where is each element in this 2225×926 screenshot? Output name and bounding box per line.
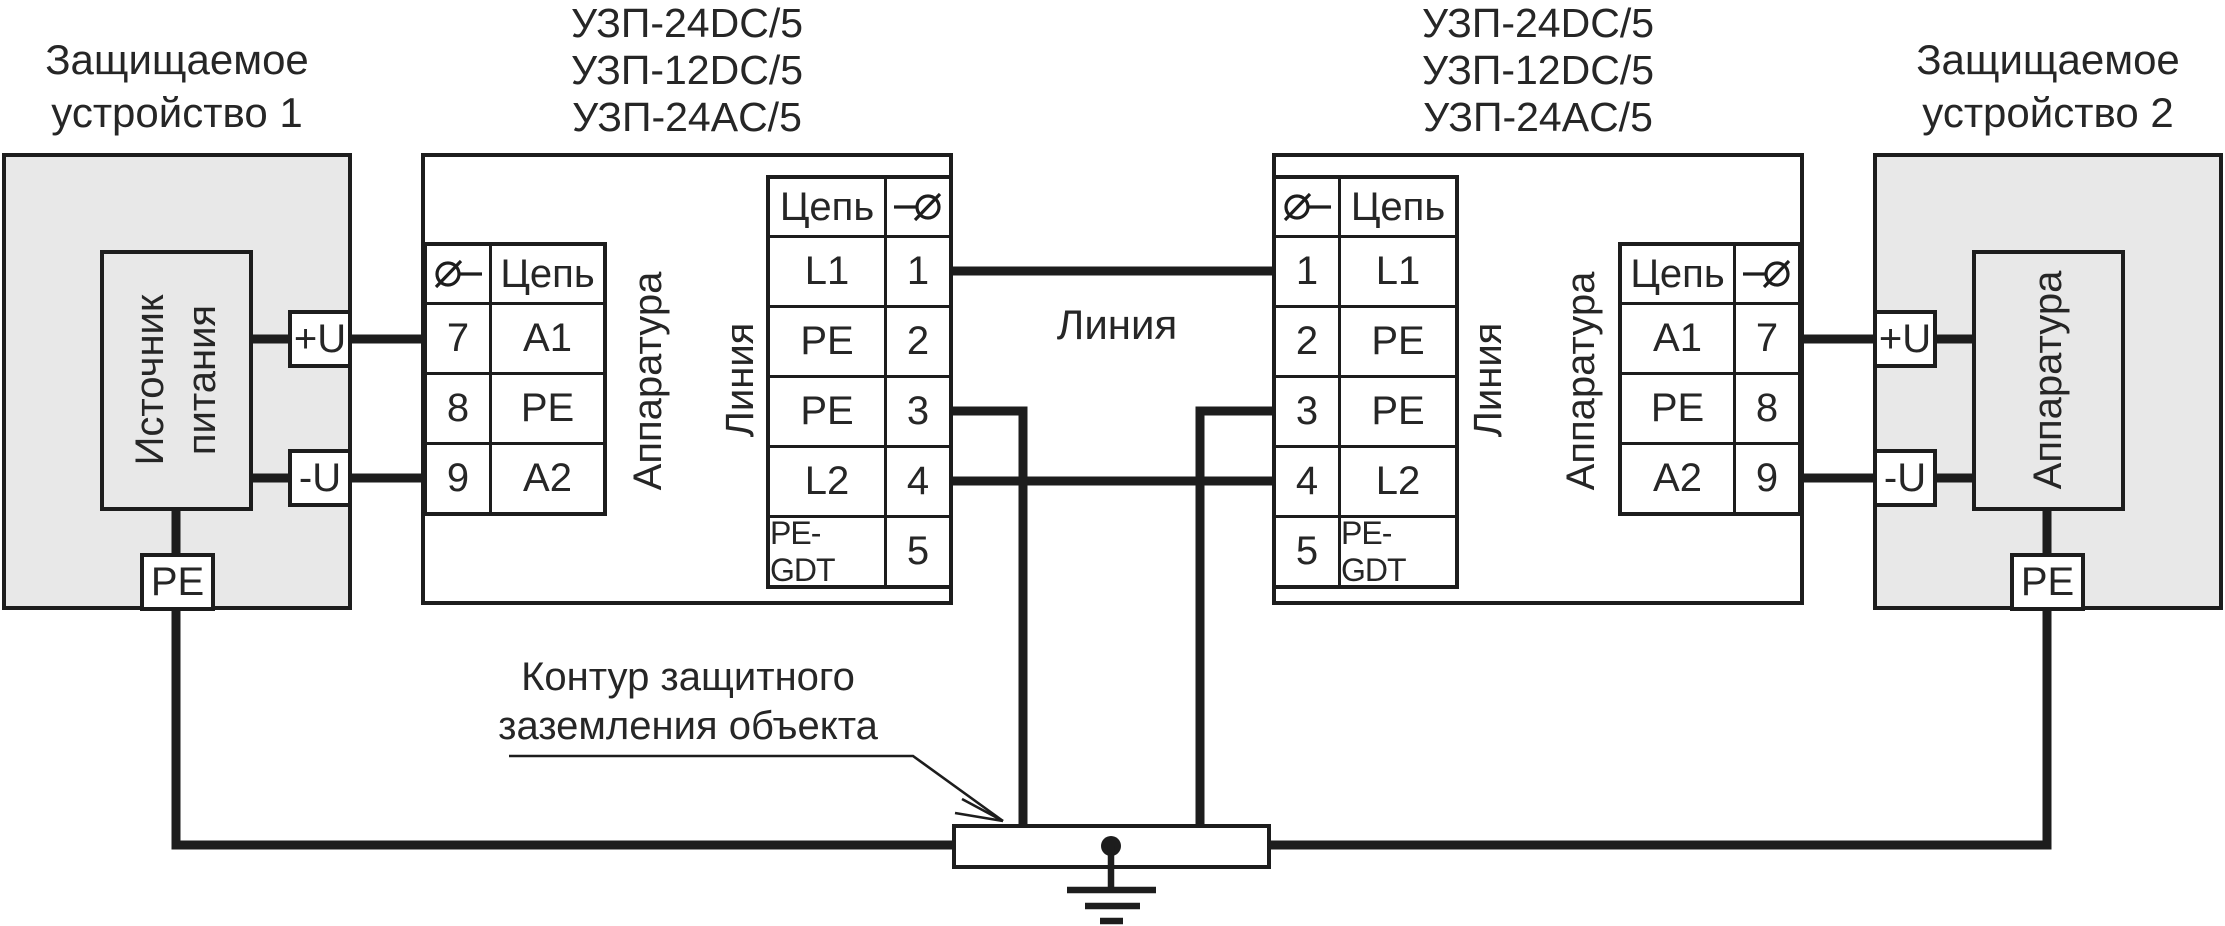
circuit-name: A2	[492, 445, 603, 512]
device-left-line-terminal-table: Цепь L1 1 PE 2 PE 3 L2 4 PE-GDT 5	[766, 175, 953, 589]
circuit-name: PE	[770, 378, 884, 445]
device-right-line-side-label: Линия	[1466, 322, 1510, 438]
terminal-number: 4	[887, 448, 949, 515]
device-right-line-terminal-table: Цепь 1 L1 2 PE 3 PE 4 L2 5 PE-GDT	[1272, 175, 1459, 589]
ground-loop-note: Контур защитного заземления объекта	[438, 653, 938, 751]
leader-arrow-icon	[509, 754, 1004, 823]
power-source-label: Источник питания	[124, 295, 228, 466]
terminal-number: 8	[427, 375, 489, 442]
device-left-apparatus-terminal-table: Цепь 7 A1 8 PE 9 A2	[423, 242, 607, 516]
uzp-model-line: УЗП-24AC/5	[1423, 94, 1653, 140]
terminal-number: 4	[1276, 448, 1338, 515]
terminal-minusU-2: -U	[1873, 449, 1937, 507]
protected-device-1-label: Защищаемое устройство 1	[27, 33, 327, 139]
protected-device-2-label-line1: Защищаемое	[1916, 36, 2180, 83]
terminal-pe-1: PE	[140, 553, 215, 611]
terminal-number: 5	[887, 518, 949, 585]
ground-loop-note-line2: заземления объекта	[498, 704, 878, 748]
circuit-name: PE	[770, 308, 884, 375]
terminal-screw-icon	[427, 246, 489, 302]
circuit-name: L1	[1341, 238, 1455, 305]
protected-device-1-label-line1: Защищаемое	[45, 36, 309, 83]
circuit-name: A1	[492, 305, 603, 372]
circuit-name: PE-GDT	[1341, 518, 1455, 585]
terminal-number: 9	[427, 445, 489, 512]
device-left-apparatus-side-label: Аппаратура	[626, 271, 670, 491]
terminal-number: 2	[1276, 308, 1338, 375]
power-source-label-line1: Источник	[128, 294, 172, 466]
circuit-name: A2	[1622, 445, 1733, 512]
wire-pe2-to-busbar	[1267, 611, 2052, 850]
device-left-line-side-label: Линия	[718, 322, 762, 438]
protected-device-2-label: Защищаемое устройство 2	[1898, 33, 2198, 139]
line-between-devices-label: Линия	[1056, 301, 1178, 348]
circuit-name: PE	[1341, 378, 1455, 445]
circuit-name: PE	[1341, 308, 1455, 375]
circuit-name: L1	[770, 238, 884, 305]
circuit-name: A1	[1622, 305, 1733, 372]
terminal-number: 1	[887, 238, 949, 305]
terminal-plusU-2: +U	[1873, 310, 1937, 368]
device-right-apparatus-side-label: Аппаратура	[1559, 271, 1603, 491]
circuit-name: PE	[492, 375, 603, 442]
circuit-name: PE	[1622, 375, 1733, 442]
terminal-number: 7	[427, 305, 489, 372]
terminal-number: 3	[887, 378, 949, 445]
protected-device-2-label-line2: устройство 2	[1922, 89, 2174, 136]
terminal-number: 5	[1276, 518, 1338, 585]
terminal-pe-2: PE	[2010, 553, 2085, 611]
uzp-model-list-left: УЗП-24DC/5 УЗП-12DC/5 УЗП-24AC/5	[527, 0, 847, 141]
circuit-name: L2	[770, 448, 884, 515]
power-source-box	[100, 250, 253, 511]
terminal-number: 3	[1276, 378, 1338, 445]
circuit-header: Цепь	[492, 246, 603, 302]
apparatus-box-label: Аппаратура	[2026, 270, 2070, 490]
circuit-header: Цепь	[770, 179, 884, 235]
uzp-model-line: УЗП-24DC/5	[1421, 0, 1655, 46]
circuit-name: PE-GDT	[770, 518, 884, 585]
circuit-header: Цепь	[1622, 246, 1733, 302]
apparatus-box	[1972, 250, 2125, 511]
device-right-apparatus-terminal-table: Цепь A1 7 PE 8 A2 9	[1618, 242, 1802, 516]
terminal-number: 9	[1736, 445, 1798, 512]
circuit-name: L2	[1341, 448, 1455, 515]
uzp-model-line: УЗП-24DC/5	[570, 0, 804, 46]
uzp-model-list-right: УЗП-24DC/5 УЗП-12DC/5 УЗП-24AC/5	[1378, 0, 1698, 141]
terminal-number: 7	[1736, 305, 1798, 372]
uzp-model-line: УЗП-12DC/5	[570, 47, 804, 93]
circuit-header: Цепь	[1341, 179, 1455, 235]
terminal-plusU-1: +U	[288, 310, 352, 368]
terminal-number: 1	[1276, 238, 1338, 305]
uzp-model-line: УЗП-12DC/5	[1421, 47, 1655, 93]
terminal-screw-icon	[887, 179, 949, 235]
wire-terminal3-right-to-busbar	[1195, 406, 1272, 830]
wire-terminal3-left-to-busbar	[953, 406, 1028, 830]
busbar-junction-dot	[1101, 836, 1121, 856]
uzp-model-line: УЗП-24AC/5	[572, 94, 802, 140]
terminal-minusU-1: -U	[288, 449, 352, 507]
terminal-number: 2	[887, 308, 949, 375]
terminal-screw-icon	[1736, 246, 1798, 302]
ground-loop-note-line1: Контур защитного	[521, 655, 855, 699]
power-source-label-line2: питания	[180, 304, 224, 456]
terminal-screw-icon	[1276, 179, 1338, 235]
terminal-number: 8	[1736, 375, 1798, 442]
protected-device-1-label-line2: устройство 1	[51, 89, 303, 136]
earth-busbar	[952, 824, 1271, 869]
earth-ground-icon	[1067, 846, 1156, 925]
